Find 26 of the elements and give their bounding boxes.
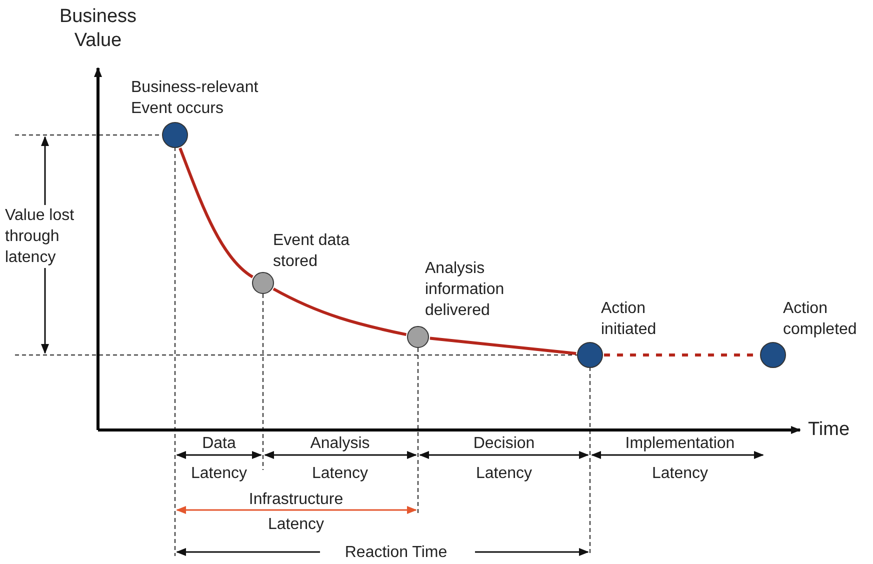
milestone-marker bbox=[252, 272, 274, 294]
axis-title: Time bbox=[808, 418, 850, 442]
dimension-label: Data bbox=[202, 434, 236, 454]
axis-title: Business Value bbox=[58, 5, 138, 53]
milestone-marker bbox=[760, 342, 786, 368]
dimension-label: Latency bbox=[476, 464, 532, 484]
milestone-marker bbox=[577, 342, 603, 368]
dimension-label: Latency bbox=[312, 464, 368, 484]
curve-segment bbox=[430, 336, 576, 356]
dimension-label: Infrastructure bbox=[248, 490, 344, 510]
dimension-label: Analysis bbox=[310, 434, 370, 454]
milestone-marker bbox=[162, 122, 188, 148]
milestone-marker bbox=[407, 326, 429, 348]
dimension-label: Decision bbox=[473, 434, 535, 454]
event-label: Business-relevant Event occurs bbox=[131, 78, 260, 119]
event-label: Action completed bbox=[783, 299, 858, 340]
dimension-label: Reaction Time bbox=[344, 543, 448, 563]
dimension-label: Latency bbox=[268, 515, 324, 535]
event-label: Event data stored bbox=[273, 231, 350, 272]
dimension-label: Latency bbox=[190, 464, 248, 484]
curve-segment bbox=[272, 288, 407, 336]
dimension-label: Latency bbox=[652, 464, 708, 484]
curve-segment bbox=[178, 148, 254, 278]
event-label: Action initiated bbox=[601, 299, 658, 340]
event-label: Analysis information delivered bbox=[425, 259, 506, 321]
dimension-label: Implementation bbox=[625, 434, 735, 454]
